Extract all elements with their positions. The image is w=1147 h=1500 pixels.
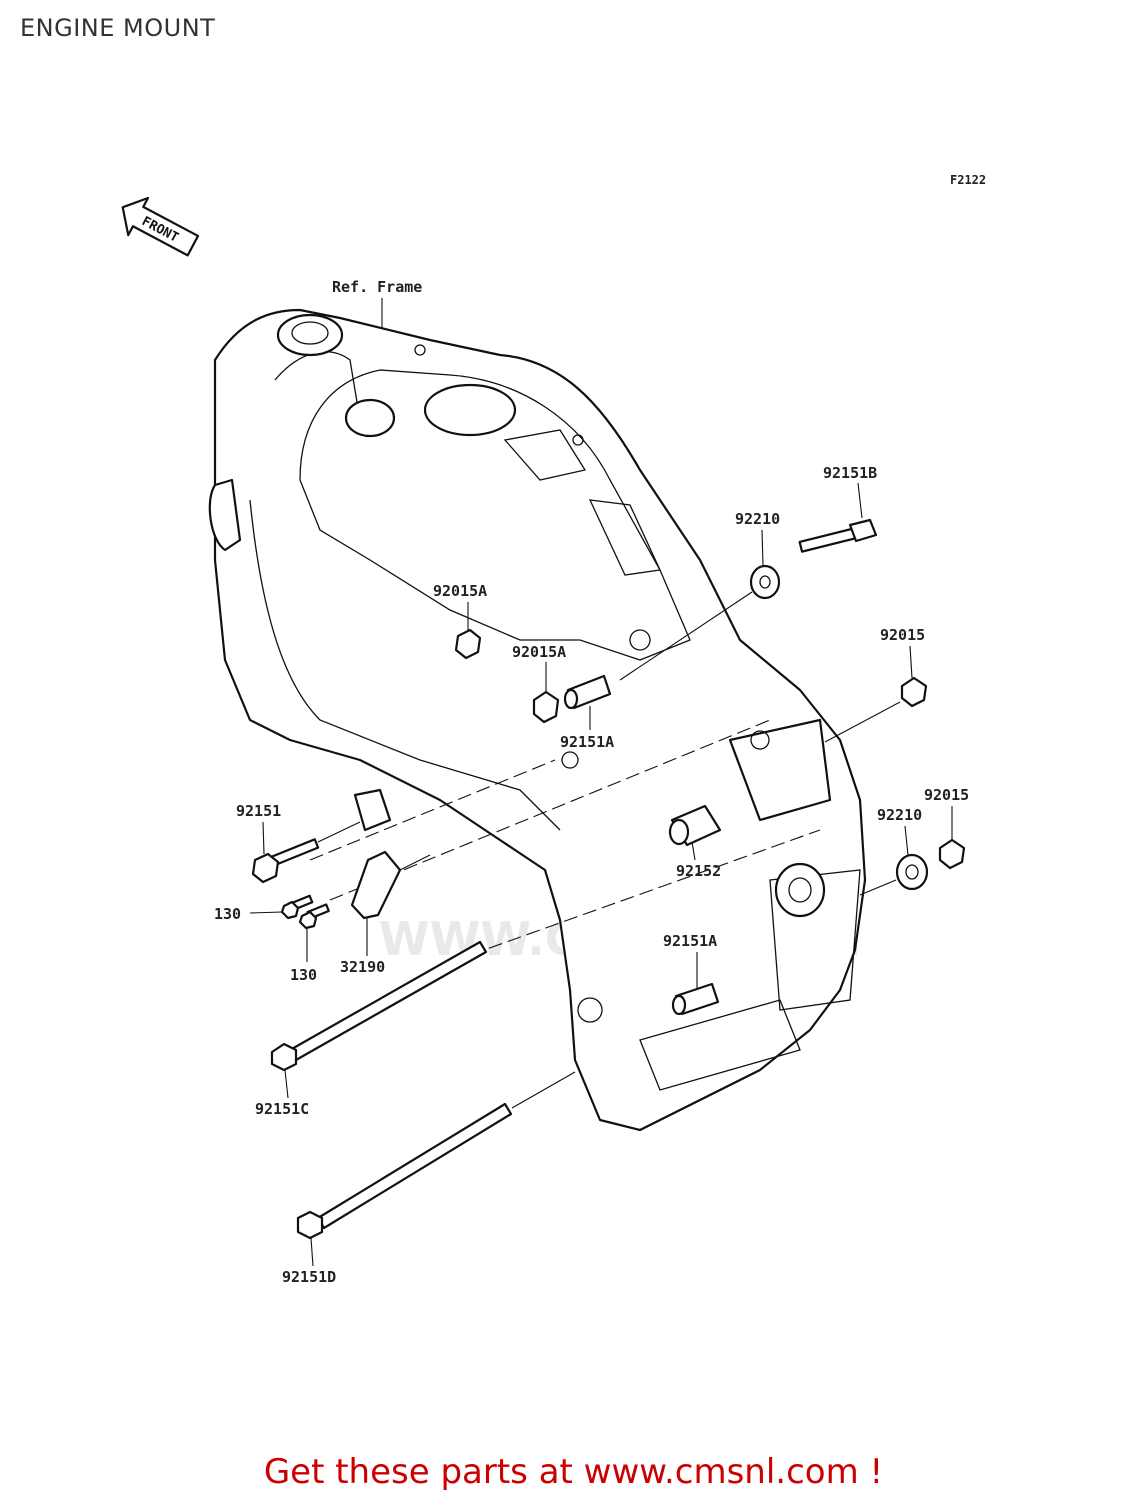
part-92015-nut-lower — [938, 838, 966, 870]
part-92151C-long-bolt — [270, 940, 488, 1072]
label-130-upper: 130 — [214, 905, 241, 923]
part-92015-nut-right — [900, 676, 928, 708]
label-92151D: 92151D — [282, 1268, 336, 1286]
label-92151: 92151 — [236, 802, 281, 820]
label-130-lower: 130 — [290, 966, 317, 984]
page-title: ENGINE MOUNT — [20, 14, 216, 42]
label-92210-lower: 92210 — [877, 806, 922, 824]
label-92151A-lower: 92151A — [663, 932, 717, 950]
label-92152: 92152 — [676, 862, 721, 880]
label-92015A-lower: 92015A — [512, 643, 566, 661]
label-92015-lower: 92015 — [924, 786, 969, 804]
part-130-bolt-lower — [298, 903, 330, 930]
part-92151D-long-bolt — [296, 1102, 513, 1240]
part-92151-bolt — [251, 838, 320, 884]
footer-shop-link[interactable]: Get these parts at www.cmsnl.com ! — [0, 1452, 1147, 1492]
label-92015-right: 92015 — [880, 626, 925, 644]
label-32190: 32190 — [340, 958, 385, 976]
part-92210-collar — [749, 564, 781, 600]
part-92152-spacer — [668, 804, 722, 847]
alignment-lines — [309, 719, 821, 956]
part-92015A-nut-upper — [454, 628, 482, 660]
part-92210-collar-lower — [895, 853, 929, 891]
label-92015A-upper: 92015A — [433, 582, 487, 600]
frame-drawing — [208, 308, 867, 1132]
part-92015A-nut-lower — [532, 690, 560, 724]
part-92151A-sleeve-upper — [563, 674, 612, 710]
label-92151A-upper: 92151A — [560, 733, 614, 751]
part-32190-bracket — [350, 850, 402, 920]
label-92151B: 92151B — [823, 464, 877, 482]
part-92151A-sleeve-lower — [671, 982, 720, 1016]
label-92210-top: 92210 — [735, 510, 780, 528]
ref-frame-label: Ref. Frame — [332, 278, 422, 296]
footer-link-text[interactable]: Get these parts at www.cmsnl.com ! — [263, 1452, 884, 1492]
figure-code: F2122 — [950, 173, 986, 187]
front-arrow-icon: FRONT — [121, 196, 200, 257]
part-92151B-bolt — [798, 518, 878, 553]
label-92151C: 92151C — [255, 1100, 309, 1118]
part-130-bolt-upper — [280, 894, 314, 920]
